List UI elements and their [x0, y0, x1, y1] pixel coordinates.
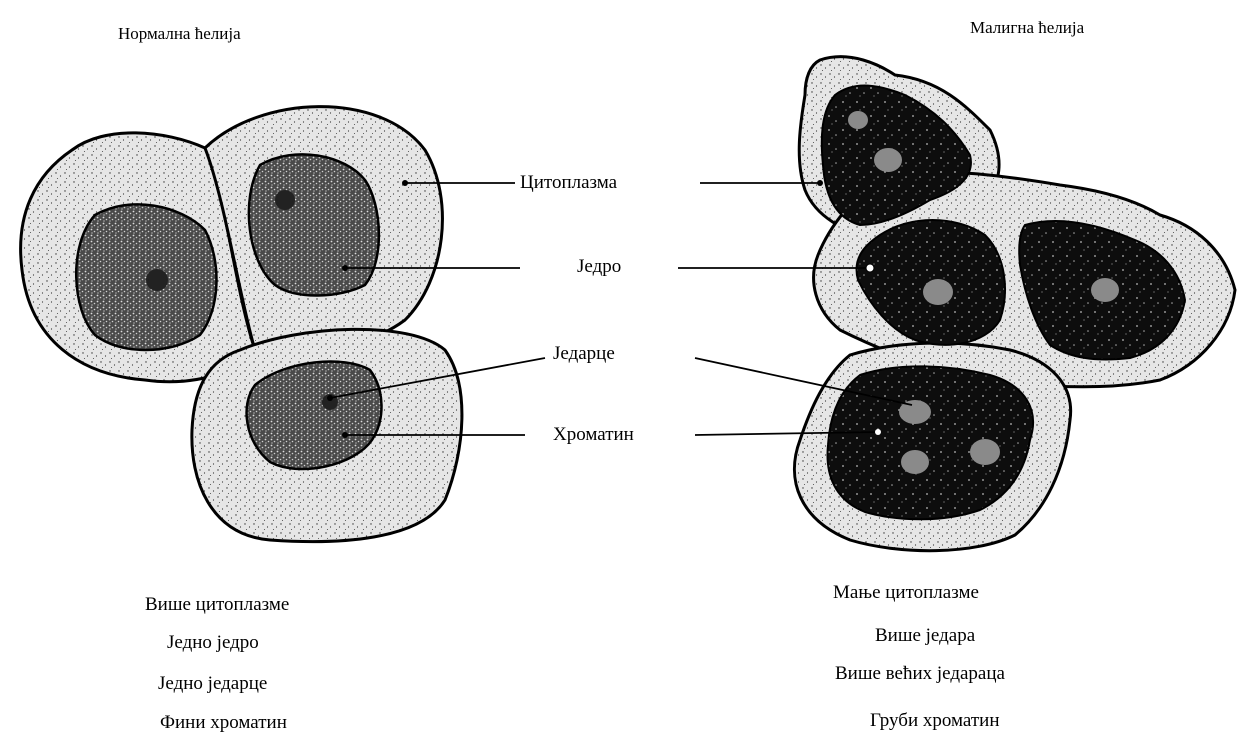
malignant-feature-2: Више једара	[875, 625, 975, 647]
leader-dot	[327, 395, 333, 401]
malignant-feature-3: Више већих једараца	[835, 663, 1005, 685]
label-nucleolus: Једарце	[553, 343, 615, 365]
normal-nucleolus-2	[275, 190, 295, 210]
malignant-cell-title: Малигна ћелија	[970, 18, 1084, 38]
normal-feature-2: Једно једро	[167, 632, 259, 654]
malignant-feature-1: Мање цитоплазме	[833, 582, 979, 604]
malignant-nucleolus-1	[848, 111, 868, 129]
malignant-nucleolus-2	[874, 148, 902, 172]
normal-nucleolus-1	[146, 269, 168, 291]
malignant-nucleolus-6	[901, 450, 929, 474]
malignant-nucleolus-4	[1091, 278, 1119, 302]
normal-cell-title: Нормална ћелија	[118, 24, 241, 44]
normal-feature-3: Једно једарце	[158, 673, 267, 695]
label-cytoplasm: Цитоплазма	[520, 172, 617, 194]
malignant-nucleolus-7	[970, 439, 1000, 465]
malignant-nucleolus-3	[923, 279, 953, 305]
label-chromatin: Хроматин	[553, 424, 634, 446]
leader-dot	[402, 180, 408, 186]
leader-dot	[866, 264, 874, 272]
malignant-feature-4: Груби хроматин	[870, 710, 999, 732]
leader-dot	[875, 429, 881, 435]
normal-nucleus-1	[76, 204, 216, 350]
leader-dot	[817, 180, 823, 186]
malignant-cell-group	[794, 57, 1235, 551]
label-nucleus: Једро	[577, 256, 621, 278]
leader-dot	[342, 265, 348, 271]
normal-feature-1: Више цитоплазме	[145, 594, 289, 616]
leader-dot	[342, 432, 348, 438]
normal-nucleus-2	[249, 154, 379, 295]
normal-cell-group	[21, 107, 462, 542]
normal-feature-4: Фини хроматин	[160, 712, 287, 734]
